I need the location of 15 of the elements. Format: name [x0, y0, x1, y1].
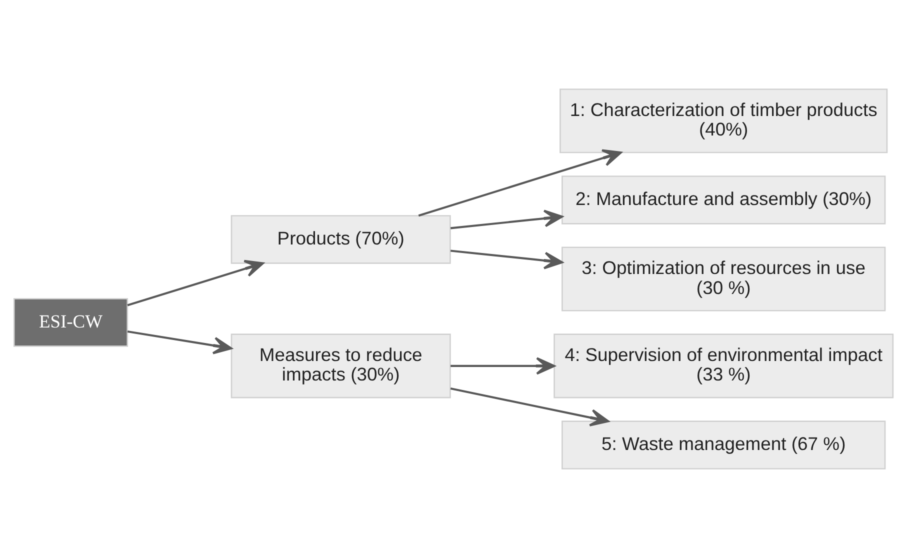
arrow	[450, 210, 564, 230]
arrow	[418, 149, 622, 217]
node-box: 5: Waste management (67 %)	[562, 420, 886, 470]
node-box: Measures to reduce impacts (30%)	[230, 334, 451, 398]
node-box: 2: Manufacture and assembly (30%)	[562, 176, 886, 224]
arrow	[450, 250, 564, 270]
node-box: Products (70%)	[230, 215, 451, 264]
arrow	[127, 330, 232, 354]
arrow	[450, 387, 610, 426]
arrow	[450, 357, 556, 375]
arrow	[127, 260, 264, 306]
node-box: 1: Characterization of timber products (40%)	[560, 88, 888, 154]
node-box: 4: Supervision of environmental impact (33 %)	[554, 334, 894, 398]
node-box: 3: Optimization of resources in use (30 %)	[562, 246, 886, 312]
node-box: ESI-CW	[13, 298, 128, 347]
